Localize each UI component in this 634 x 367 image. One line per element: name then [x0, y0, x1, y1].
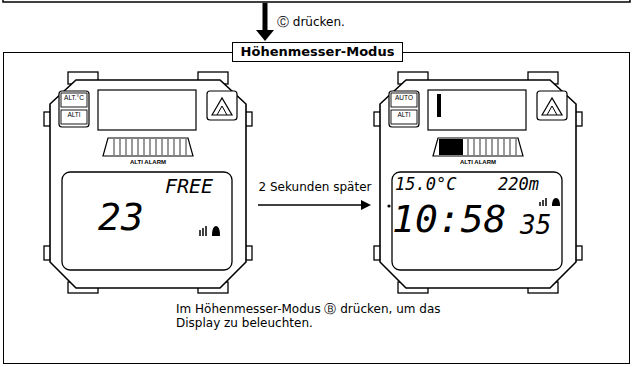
lcd-reading: FREE: [165, 176, 213, 196]
button-label: AUTO: [395, 95, 413, 102]
button-label: ALT.°C: [64, 95, 84, 102]
mode-panel: Höhenmesser-ModusIm Höhenmesser-Modus Ⓑ …: [3, 52, 630, 364]
watch-after: [374, 72, 582, 293]
flow-arrow: [263, 3, 268, 31]
lcd-caption: ALTI ALARM: [460, 159, 496, 165]
lcd-reading: 23: [98, 198, 144, 236]
instruction-text: Im Höhenmesser-Modus Ⓑ drücken, um das D…: [176, 303, 476, 331]
display-bar: [437, 94, 441, 117]
previous-panel-edge: [3, 0, 630, 2]
lcd-reading: 10:58: [392, 200, 506, 238]
transition-arrow: [258, 204, 362, 206]
flow-arrowhead: [256, 30, 274, 41]
instruction-label: Ⓒ drücken.: [277, 16, 345, 28]
lcd-reading: 220m: [498, 176, 539, 193]
lcd-reading: 35: [520, 212, 551, 238]
transition-label: 2 Sekunden später: [259, 181, 372, 193]
button-label: ALTI: [67, 112, 80, 119]
lcd-dot: [387, 204, 390, 207]
alarm-icon: [540, 198, 560, 206]
alarm-icon: [200, 226, 220, 236]
button-label: ALTI: [397, 112, 410, 119]
mode-title: Höhenmesser-Modus: [232, 42, 404, 63]
watch-before: [44, 72, 252, 293]
transition-arrowhead: [361, 200, 371, 210]
bar-segments-on: [439, 139, 463, 155]
lcd-caption: ALTI ALARM: [130, 159, 166, 165]
lcd-reading: 15.0°C: [395, 176, 456, 193]
